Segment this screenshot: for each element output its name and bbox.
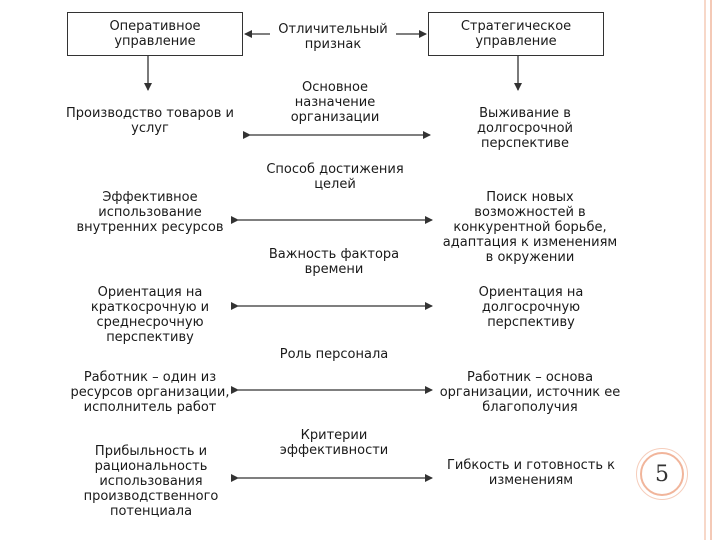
row4-left: Работник – один из ресурсов организации,… (70, 370, 230, 415)
row5-criterion: Критерии эффективности (279, 428, 389, 458)
row5-right: Гибкость и готовность к изменениям (446, 458, 616, 488)
row1-criterion: Основное назначение организации (290, 80, 380, 125)
header-strategic-label: Стратегическое управление (460, 19, 572, 49)
row3-left: Ориентация на краткосрочную и среднесроч… (90, 285, 210, 345)
slide-number: 5 (640, 452, 684, 496)
slide-frame-accent (704, 0, 706, 540)
header-criterion-label: Отличительный признак (278, 22, 388, 52)
header-operational-box: Оперативное управление (67, 12, 243, 56)
row1-left: Производство товаров и услуг (65, 106, 235, 136)
row4-right: Работник – основа организации, источник … (439, 370, 621, 415)
row3-right: Ориентация на долгосрочную перспективу (478, 285, 584, 330)
row2-left: Эффективное использование внутренних рес… (76, 190, 224, 235)
header-operational-label: Оперативное управление (109, 19, 201, 49)
header-strategic-box: Стратегическое управление (428, 12, 604, 56)
row1-right: Выживание в долгосрочной перспективе (477, 106, 573, 151)
slide-number-ring (636, 448, 688, 500)
row3-criterion: Важность фактора времени (268, 247, 400, 277)
row4-criterion: Роль персонала (279, 347, 389, 362)
row2-right: Поиск новых возможностей в конкурентной … (442, 190, 618, 265)
row5-left: Прибыльность и рациональность использова… (83, 444, 219, 519)
row2-criterion: Способ достижения целей (266, 162, 404, 192)
